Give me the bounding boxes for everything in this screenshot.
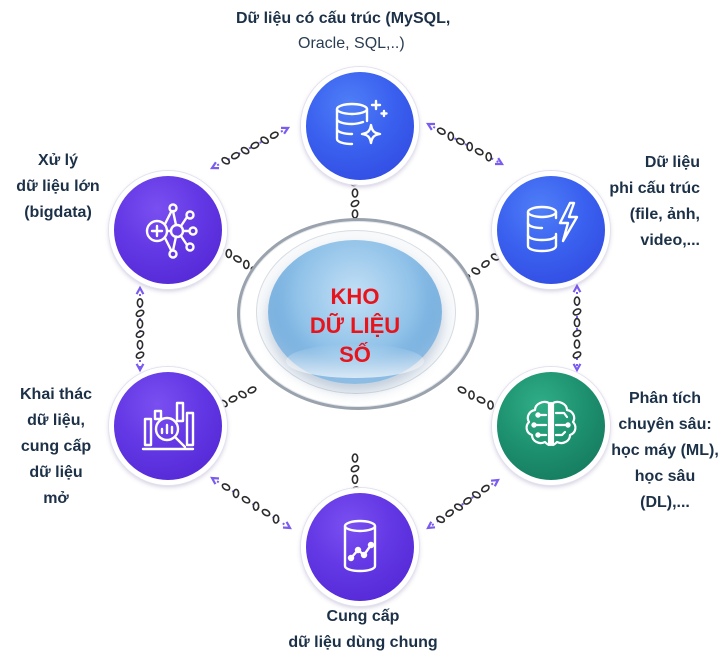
analytics-node — [492, 367, 610, 485]
hub-disc — [268, 240, 442, 384]
structured-data-label: Dữ liệu có cấu trúc (MySQL, — [236, 10, 451, 27]
network-plus-icon — [145, 203, 198, 259]
database-chart-icon — [343, 519, 377, 573]
arrow-structured-unstructured-chain — [436, 127, 493, 162]
arrow-analytics-shared — [426, 478, 500, 530]
open-data-label: Khai thác dữ liệu, cung cấp dữ liệu mở — [19, 386, 92, 507]
structured-data-node — [301, 67, 419, 185]
database-lightning-icon — [526, 201, 579, 253]
arrow-structured-bigdata — [209, 126, 291, 170]
unstructured-data-label: Dữ liệu phi cấu trúc (file, ảnh, video,.… — [609, 154, 700, 249]
open-data-node — [109, 367, 227, 485]
arrow-analytics-shared-chain — [436, 484, 490, 524]
analytics-label: Phân tích chuyên sâu: học máy (ML), học … — [611, 390, 719, 511]
arrow-structured-unstructured — [425, 122, 505, 166]
structured-data-sublabel: Oracle, SQL,..) — [298, 35, 405, 52]
shared-data-label: Cung cấp dữ liệu dùng chung — [288, 608, 438, 651]
bigdata-node — [109, 171, 227, 289]
arrow-structured-bigdata-chain — [221, 131, 279, 165]
database-sparkle-icon — [335, 99, 388, 146]
brain-circuit-icon — [525, 400, 577, 447]
hub-title: KHO DỮ LIỆU SỐ — [309, 284, 401, 367]
arrow-open-data-shared-chain — [221, 483, 280, 524]
bigdata-label: Xử lý dữ liệu lớn (bigdata) — [16, 152, 100, 221]
arrow-unstructured-analytics-chain — [572, 296, 582, 359]
magnifier-bars-icon — [141, 401, 195, 451]
arrow-open-data-shared — [210, 476, 292, 530]
shared-data-node — [301, 488, 419, 606]
unstructured-data-node — [492, 171, 610, 289]
arrow-bigdata-open-data-chain — [135, 297, 145, 360]
